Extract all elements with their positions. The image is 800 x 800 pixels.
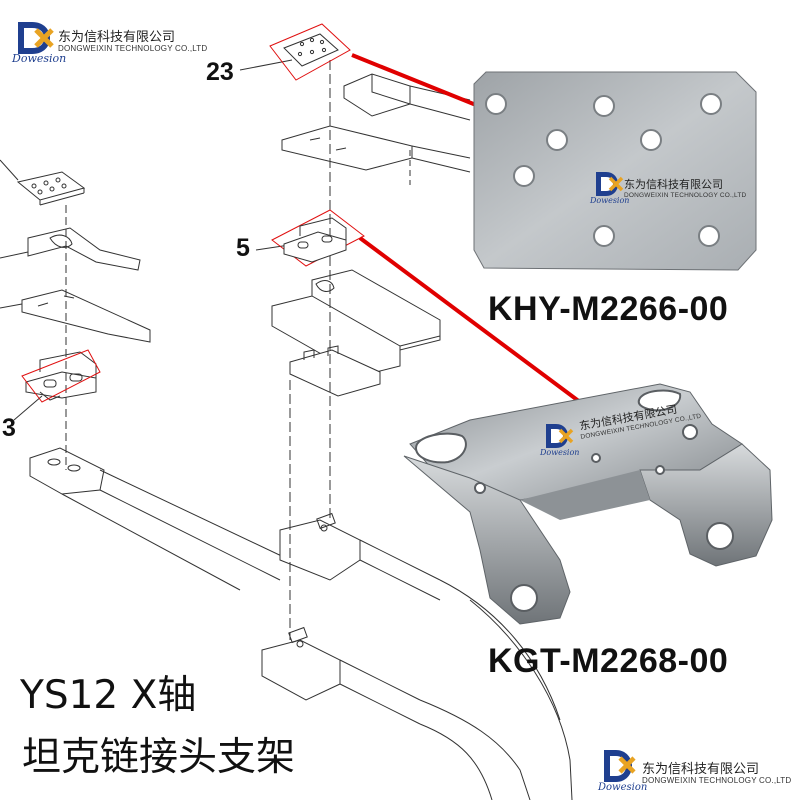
brand-script-khy: Dowesion	[590, 196, 630, 205]
brand-name-cn-khy: 东为信科技有限公司	[624, 178, 723, 191]
brand-logo-bottom-right	[604, 750, 636, 782]
title-line-1: YS12 X轴	[20, 673, 197, 718]
left-clamp-upper	[0, 227, 141, 271]
part-number-khy: KHY-M2266-00	[488, 290, 729, 328]
top-strip-plate	[281, 125, 471, 173]
callout-5: 5	[236, 234, 250, 262]
part-23-drawing	[283, 33, 339, 67]
brand-name-cn-bottom: 东为信科技有限公司	[642, 762, 760, 777]
mid-cover-part	[271, 269, 441, 377]
brand-name-en-bottom: DONGWEIXIN TECHNOLOGY CO.,LTD	[642, 776, 792, 785]
callout-3: 3	[2, 414, 16, 442]
cable-chain-curve	[419, 579, 573, 800]
part-number-kgt: KGT-M2268-00	[488, 642, 729, 680]
mid-clip-part	[289, 345, 381, 397]
left-chain-end	[29, 447, 291, 591]
left-strip-plate	[0, 289, 151, 343]
brand-name-en-khy: DONGWEIXIN TECHNOLOGY CO.,LTD	[624, 192, 747, 199]
left-plate-part	[16, 171, 86, 206]
brand-name-cn-top: 东为信科技有限公司	[58, 30, 176, 45]
chain-link-upper	[279, 512, 441, 601]
brand-script-top: Dowesion	[12, 52, 67, 65]
red-leader-lines	[351, 53, 586, 407]
top-slide-block	[343, 73, 471, 121]
brand-script-kgt: Dowesion	[540, 448, 580, 457]
brand-script-bottom: Dowesion	[598, 782, 648, 793]
brand-name-en-top: DONGWEIXIN TECHNOLOGY CO.,LTD	[58, 44, 208, 53]
callout-23: 23	[206, 58, 234, 86]
brand-logo-kgt-watermark	[546, 424, 574, 448]
title-line-2: 坦克链接头支架	[22, 735, 296, 780]
brand-logo-khy-watermark	[596, 172, 624, 196]
brand-logo-top-left	[18, 22, 54, 54]
left-bracket-drawing	[25, 351, 97, 401]
